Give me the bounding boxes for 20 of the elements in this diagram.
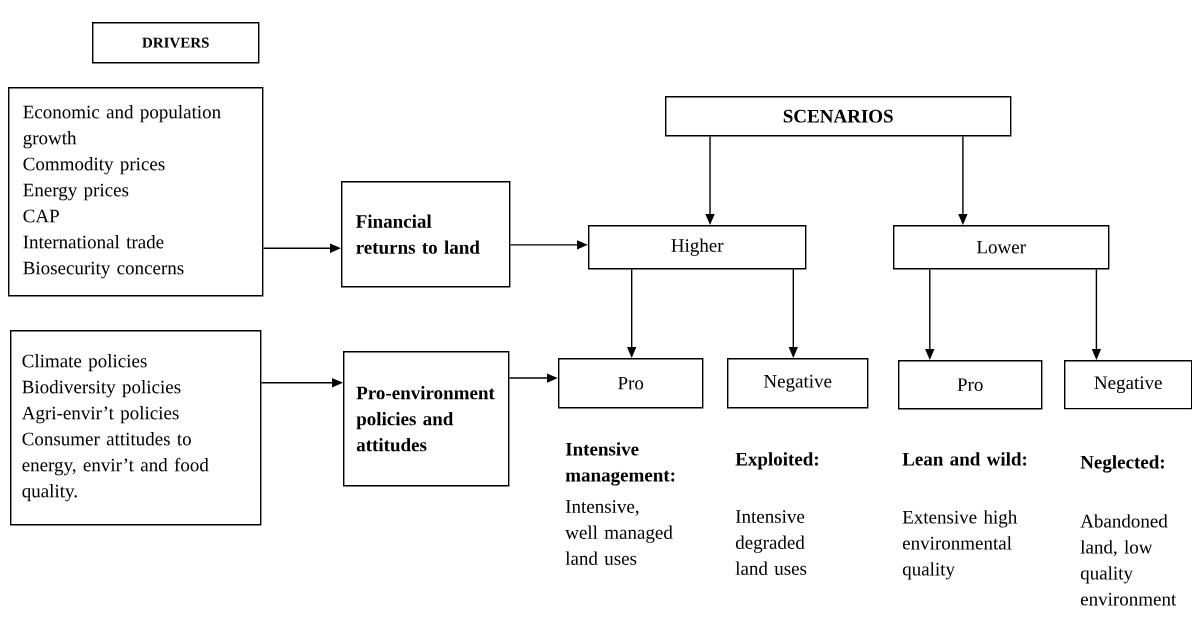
driver-list-box: Economic and population growth Commodity prices Energy prices CAP International trade Biosecurity concerns — [8, 87, 264, 297]
process-box: Pro-environment policies and attitudes — [343, 351, 510, 487]
outcome-box: Negative — [1064, 360, 1192, 410]
scenario-description: Abandoned land, low quality environment — [1080, 514, 1177, 606]
scenario-heading: Exploited: — [735, 452, 818, 470]
scenario-heading: Intensive management: — [565, 442, 675, 486]
process-box: Higher — [588, 225, 807, 270]
scenario-description: Intensive degraded land uses — [735, 510, 807, 575]
scenario-box: SCENARIOS — [665, 96, 1012, 137]
driver-list-box: Climate policies Biodiversity policies Agri-envir’t policies Consumer attitudes to energy, envir’t and food quality. — [10, 330, 262, 526]
scenario-description: Extensive high environmental quality — [902, 510, 1017, 580]
heading-box: DRIVERS — [92, 22, 260, 64]
process-box: Lower — [893, 225, 1110, 270]
scenario-heading: Neglected: — [1080, 455, 1164, 473]
scenario-heading: Lean and wild: — [902, 452, 1027, 466]
outcome-box: Pro — [558, 358, 704, 409]
outcome-box: Pro — [898, 360, 1043, 410]
process-box: Financial returns to land — [341, 181, 511, 288]
scenario-description: Intensive, well managed land uses — [565, 500, 673, 565]
outcome-box: Negative — [727, 358, 869, 409]
